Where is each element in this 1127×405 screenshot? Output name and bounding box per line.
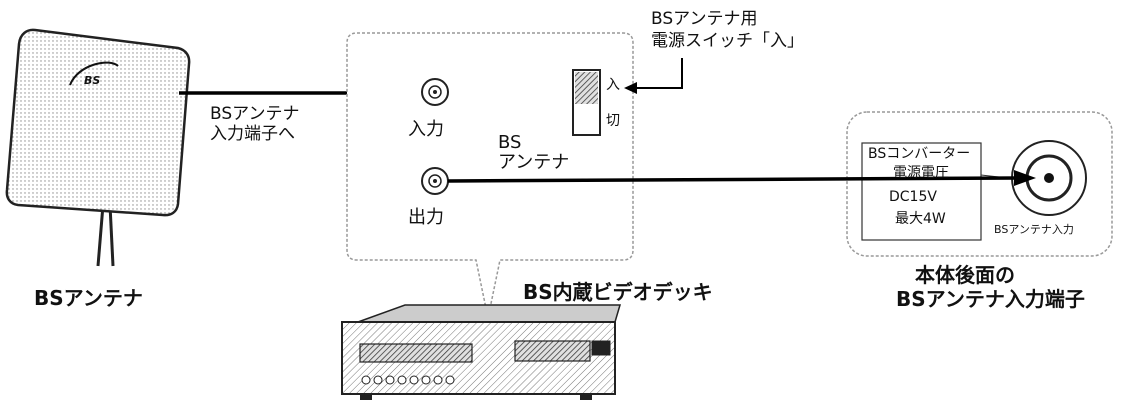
input-label: 入力 [408,119,444,140]
tv-caption-line1: 本体後面の [915,263,1015,287]
tv-caption-line2: BSアンテナ入力端子 [896,287,1085,311]
bs-antenna-input-jack [1011,140,1087,216]
switch-leader-arrow [624,58,683,94]
power-switch [572,69,601,136]
switch-off-label: 切 [606,113,620,129]
deck-rear-panel [346,32,634,319]
video-deck-illustration [341,304,622,400]
cable-label-line2: 入力端子へ [210,124,295,144]
output-label: 出力 [408,207,444,228]
bs-antenna-illustration [5,28,191,267]
cable-label-line1: BSアンテナ [210,104,300,124]
bs-antenna-label-line1: BS [498,132,522,153]
deck-caption: BS内蔵ビデオデッキ [523,280,713,304]
switch-caption-line2: 電源スイッチ「入」 [651,31,804,51]
converter-label-line4: 最大4W [895,211,946,227]
antenna-caption: BSアンテナ [34,286,143,310]
converter-label-line1: BSコンバーター [868,146,971,162]
antenna-logo-text: BS [84,74,101,87]
bs-antenna-label-line2: アンテナ [498,152,570,173]
output-to-tv-arrow [447,170,1036,186]
converter-label-line3: DC15V [889,189,937,205]
tv-rear-panel [846,111,1113,257]
converter-label-line2: 電源電圧 [893,165,949,181]
input-jack [421,78,449,106]
output-jack [421,167,449,195]
tv-jack-label: BSアンテナ入力 [994,223,1074,236]
switch-caption-line1: BSアンテナ用 [651,9,758,29]
switch-on-label: 入 [606,77,620,93]
